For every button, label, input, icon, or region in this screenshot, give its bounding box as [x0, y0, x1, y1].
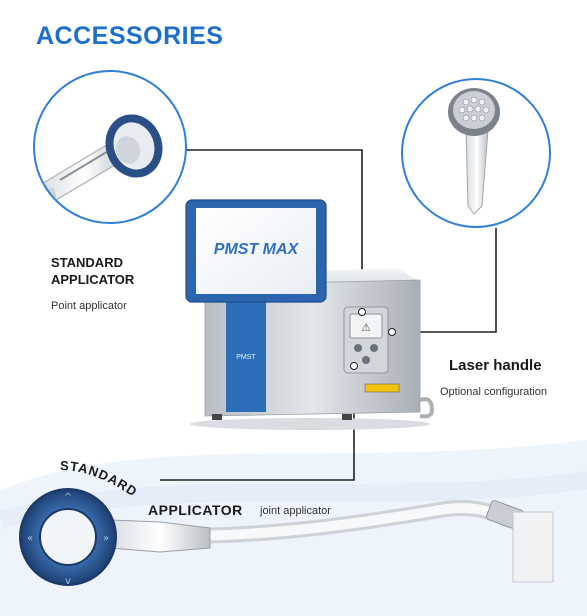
- device-blue-panel: [226, 290, 266, 412]
- connector-line-top-applicator: [178, 149, 363, 310]
- svg-text:⚠: ⚠: [361, 321, 371, 334]
- svg-text:«: «: [27, 533, 33, 544]
- svg-text:^: ^: [64, 492, 72, 503]
- laser-handle-image: [401, 78, 551, 228]
- bottom-applicator-caption: joint applicator: [260, 505, 331, 517]
- page-title: ACCESSORIES: [36, 22, 224, 50]
- svg-text:»: »: [103, 533, 109, 544]
- pmst-device: ⚠: [185, 199, 435, 430]
- connector-line-laser-handle: [393, 228, 497, 333]
- screen-logo: PMST MAX: [214, 241, 300, 258]
- device-monitor: [185, 199, 327, 303]
- bottom-applicator-word2: APPLICATOR: [148, 502, 243, 518]
- device-front-logo: PMST: [236, 354, 256, 361]
- laser-handle-label: Laser handle: [449, 357, 542, 374]
- top-applicator-caption: Point applicator: [51, 300, 127, 312]
- top-applicator-title: STANDARD APPLICATOR: [51, 254, 134, 288]
- top-applicator-line1: STANDARD: [51, 255, 123, 270]
- laser-handle-caption: Optional configuration: [440, 386, 548, 398]
- svg-text:v: v: [65, 576, 71, 587]
- device-screen: [196, 208, 316, 294]
- joint-applicator-image: ^ v « »: [19, 488, 554, 587]
- point-applicator-image: [33, 70, 187, 224]
- top-applicator-line2: APPLICATOR: [51, 272, 135, 287]
